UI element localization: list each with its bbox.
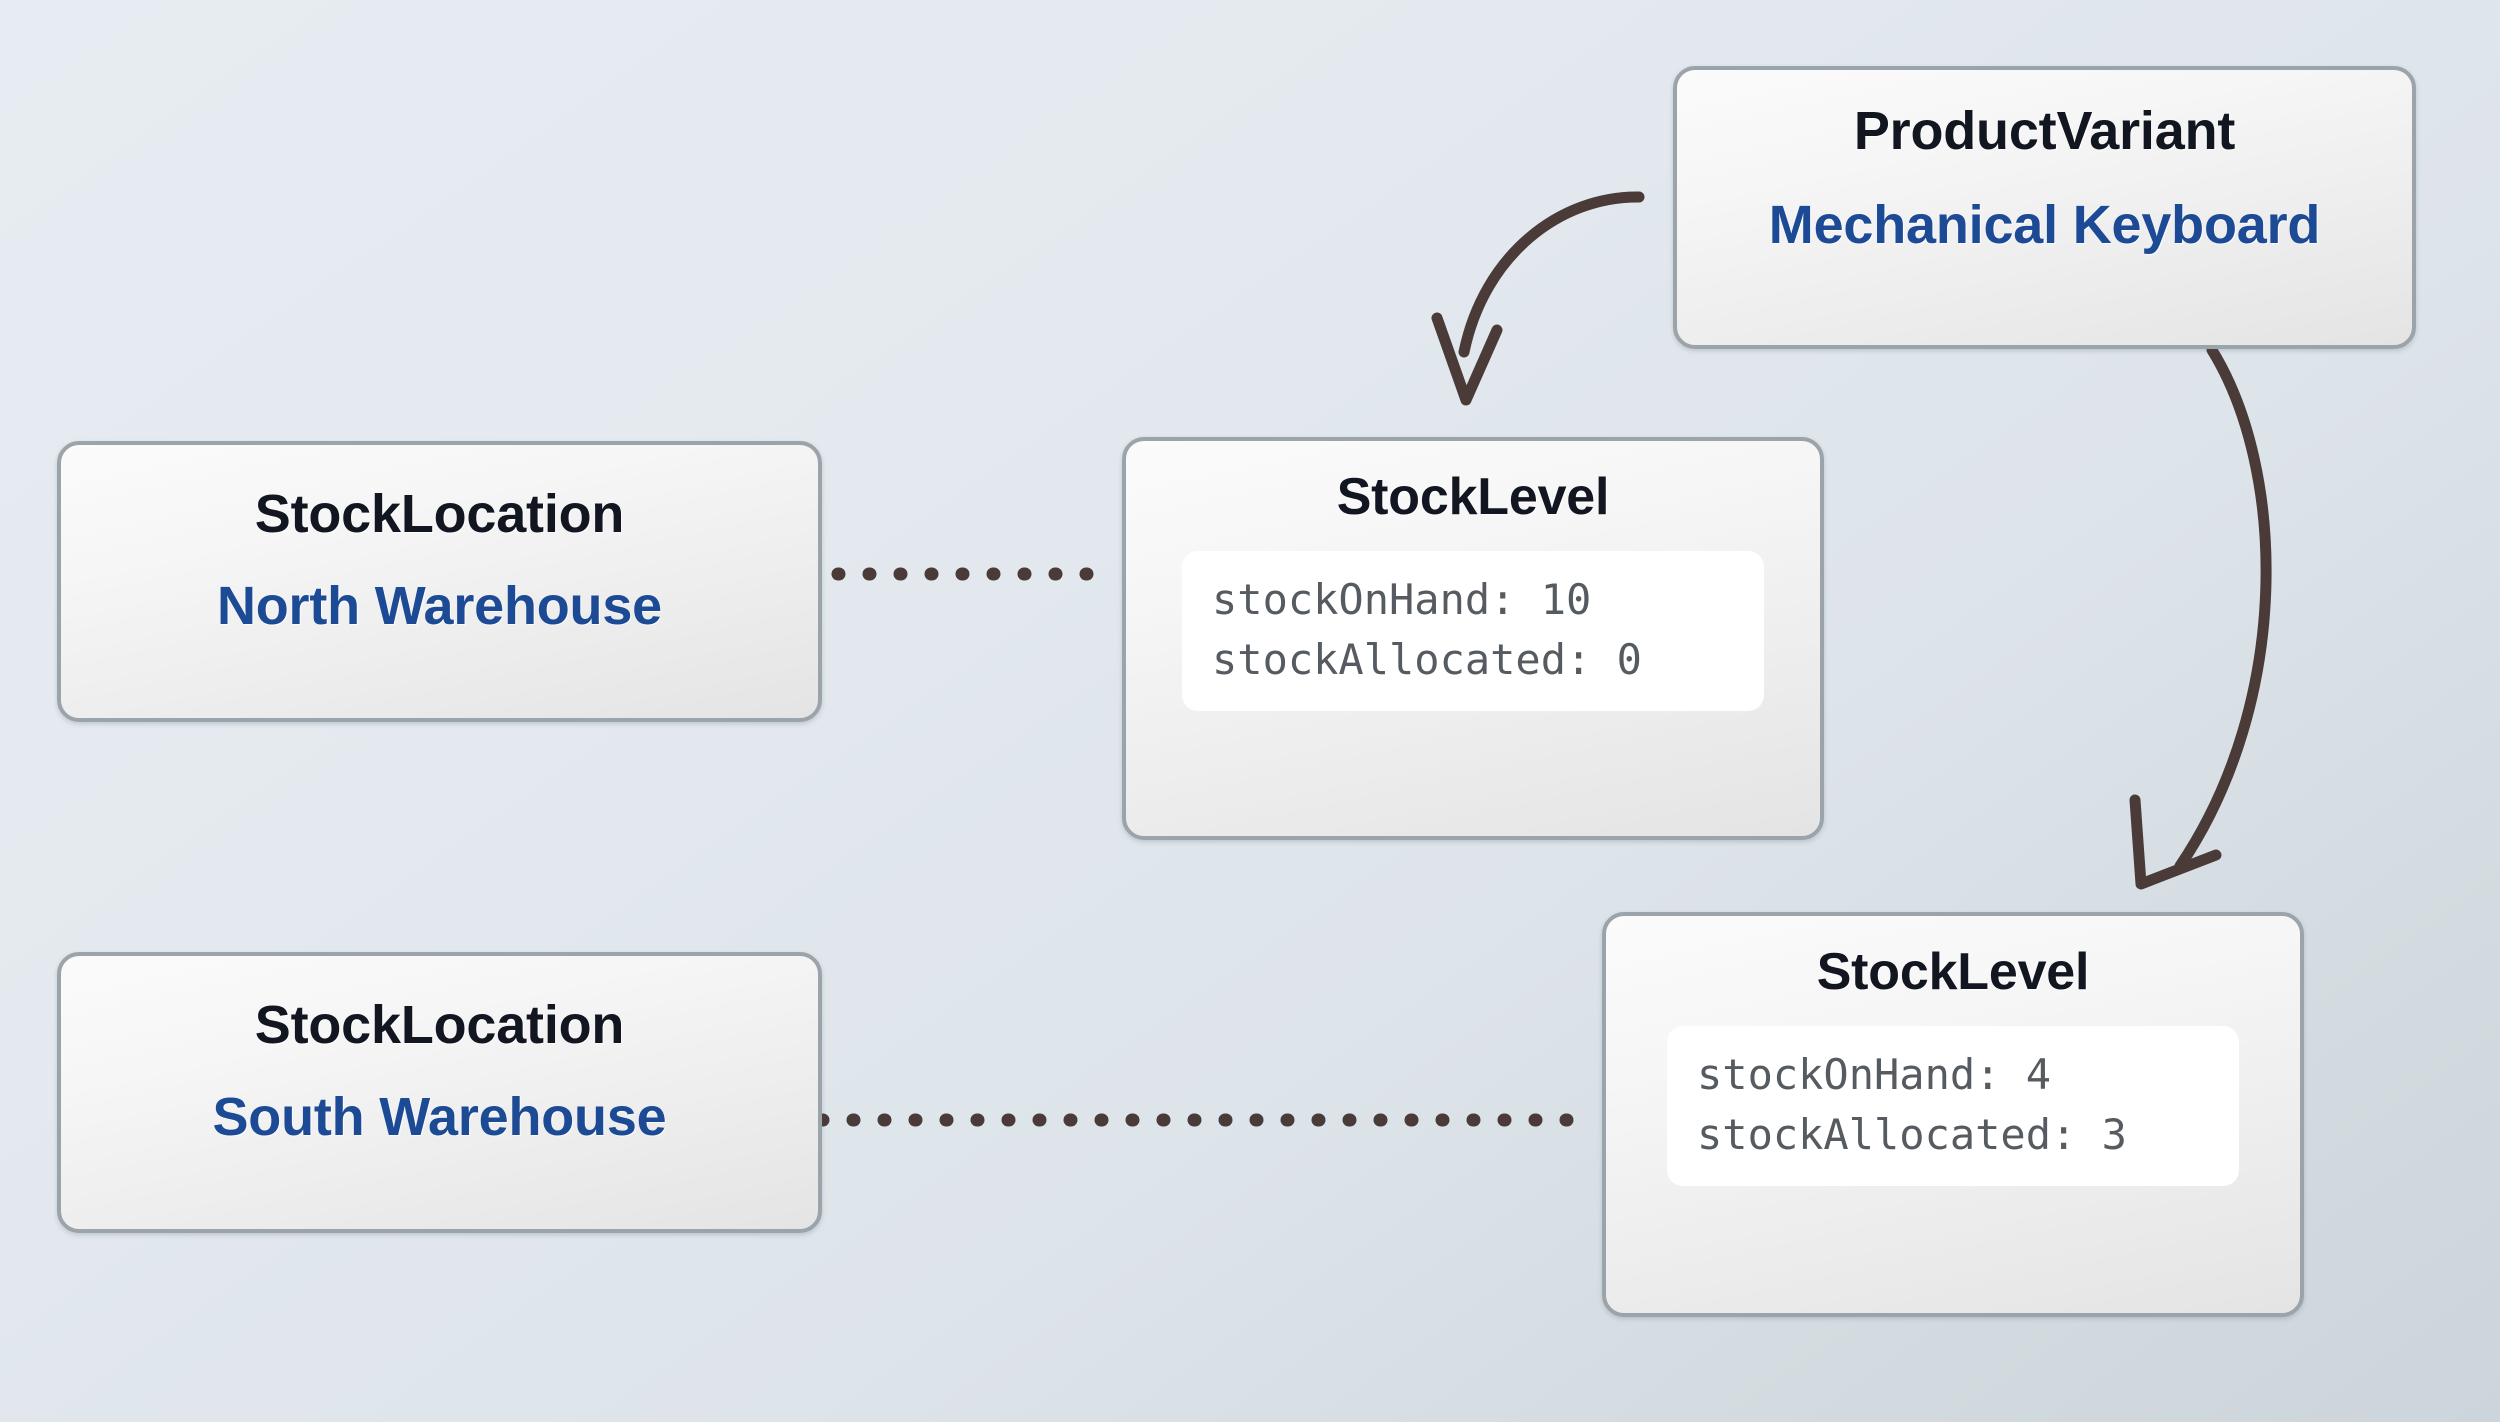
node-stock-level-1-entity: StockLevel <box>1336 468 1610 526</box>
property-stock-allocated: stockAllocated: 3 <box>1697 1109 2127 1159</box>
node-stock-level-2-properties: stockOnHand: 4 stockAllocated: 3 <box>1667 1026 2239 1186</box>
edge-variant-to-stock-level-1 <box>1431 191 1645 406</box>
node-stock-level-2[interactable]: StockLevel stockOnHand: 4 stockAllocated… <box>1602 912 2304 1317</box>
node-stock-level-1-properties: stockOnHand: 10 stockAllocated: 0 <box>1182 551 1764 711</box>
node-stock-level-2-entity: StockLevel <box>1816 943 2090 1001</box>
node-product-variant-entity: ProductVariant <box>1853 101 2236 161</box>
node-stock-location-south-entity: StockLocation <box>254 995 625 1055</box>
node-stock-location-north[interactable]: StockLocation North Warehouse <box>57 441 822 722</box>
node-stock-location-south[interactable]: StockLocation South Warehouse <box>57 952 822 1233</box>
property-stock-on-hand: stockOnHand: 4 <box>1697 1050 2052 1099</box>
node-stock-location-north-entity: StockLocation <box>254 484 625 544</box>
node-stock-location-south-name: South Warehouse <box>212 1087 667 1147</box>
property-stock-on-hand: stockOnHand: 10 <box>1212 575 1592 624</box>
node-stock-location-north-name: North Warehouse <box>216 576 663 636</box>
edge-variant-to-stock-level-2 <box>2129 344 2272 890</box>
node-stock-level-1[interactable]: StockLevel stockOnHand: 10 stockAllocate… <box>1122 437 1824 840</box>
property-stock-allocated: stockAllocated: 0 <box>1212 634 1642 684</box>
node-product-variant[interactable]: ProductVariant Mechanical Keyboard <box>1673 66 2416 349</box>
node-product-variant-name: Mechanical Keyboard <box>1768 195 2321 255</box>
